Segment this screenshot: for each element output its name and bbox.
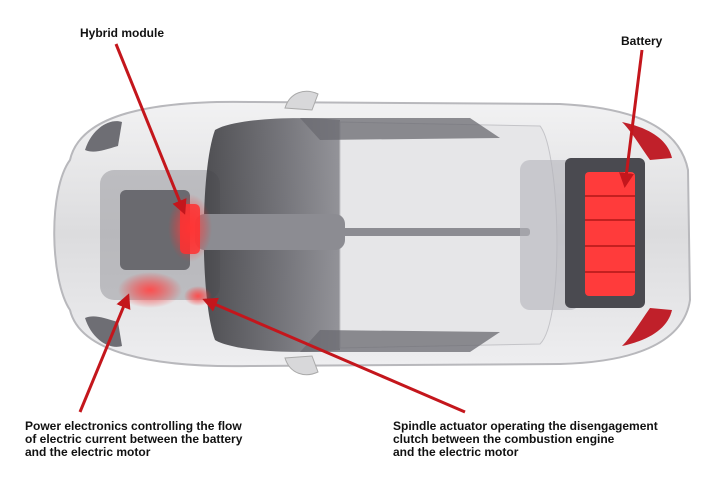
transmission bbox=[195, 214, 345, 250]
label-power-electronics-line-1: Power electronics controlling the flow bbox=[25, 419, 242, 433]
mirror-top bbox=[284, 90, 319, 111]
hybrid-module bbox=[180, 204, 200, 254]
mirror-bottom bbox=[284, 355, 319, 376]
arrow-battery bbox=[619, 49, 644, 188]
arrow-power-electronics bbox=[78, 293, 131, 413]
arrow-hybrid-module bbox=[114, 43, 187, 215]
power-electronics-highlight bbox=[118, 272, 182, 308]
label-power-electronics: Power electronics controlling the flow o… bbox=[25, 420, 242, 459]
label-spindle-actuator: Spindle actuator operating the disengage… bbox=[393, 420, 658, 459]
taillight-top bbox=[622, 122, 672, 160]
headlight-bottom bbox=[85, 316, 122, 347]
arrow-spindle-actuator bbox=[202, 297, 466, 414]
label-battery: Battery bbox=[621, 35, 662, 48]
label-spindle-actuator-line-1: Spindle actuator operating the disengage… bbox=[393, 419, 658, 433]
taillight-bottom bbox=[622, 308, 672, 346]
spindle-actuator-highlight bbox=[184, 286, 212, 306]
label-power-electronics-line-2: of electric current between the battery bbox=[25, 432, 243, 446]
label-power-electronics-line-3: and the electric motor bbox=[25, 445, 151, 459]
side-window-top bbox=[300, 118, 500, 140]
label-battery-text: Battery bbox=[621, 34, 663, 48]
headlight-top bbox=[85, 121, 122, 152]
drive-shaft bbox=[340, 228, 530, 236]
side-window-bottom bbox=[300, 330, 500, 352]
label-hybrid-module: Hybrid module bbox=[80, 27, 164, 40]
label-spindle-actuator-line-3: and the electric motor bbox=[393, 445, 519, 459]
label-spindle-actuator-line-2: clutch between the combustion engine bbox=[393, 432, 615, 446]
label-hybrid-module-text: Hybrid module bbox=[80, 26, 165, 40]
battery-pack-cells bbox=[585, 172, 635, 296]
